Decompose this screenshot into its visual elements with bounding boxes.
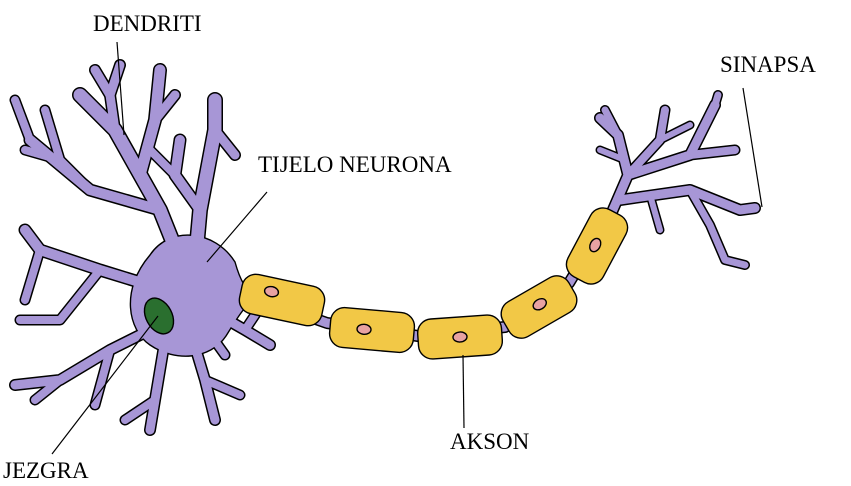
myelin-segment <box>328 306 415 353</box>
myelin-segment <box>562 203 633 289</box>
axon-label: AKSON <box>450 429 530 454</box>
axon-leader <box>463 355 464 428</box>
cell-body-label: TIJELO NEURONA <box>258 152 452 177</box>
neuron <box>15 65 755 430</box>
synapse-label: SINAPSA <box>720 52 816 77</box>
cell-body-leader <box>207 192 267 262</box>
synapse-leader <box>743 88 762 207</box>
dendrite-trees-outline <box>15 65 270 430</box>
dendrites-label: DENDRITI <box>93 11 202 36</box>
labels: DENDRITI TIJELO NEURONA SINAPSA JEZGRA A… <box>3 11 816 483</box>
myelin-segment <box>417 314 504 360</box>
nucleus-label: JEZGRA <box>3 458 89 483</box>
nucleus-leader <box>52 316 158 454</box>
